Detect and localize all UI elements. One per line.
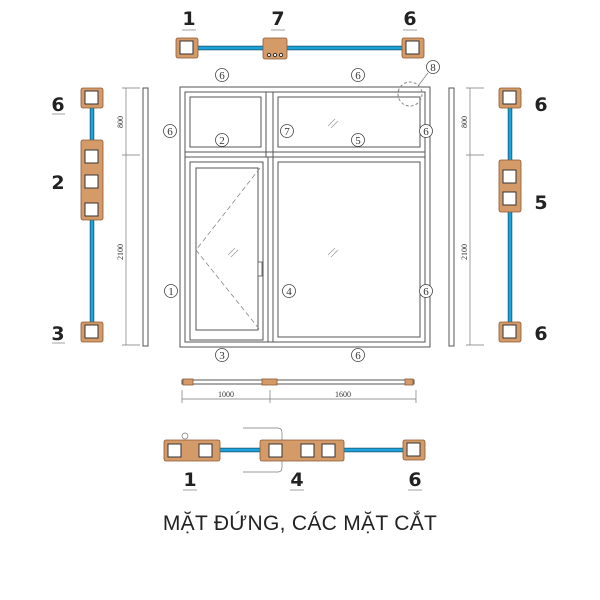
callout-label: 2 [219,135,225,147]
dim-bottom-left: 2100 [116,244,125,260]
callout-circle [419,124,433,138]
callout-circle [282,284,296,298]
section-label: 6 [534,323,547,345]
bottom-section: 1 4 6 [163,427,426,491]
callout-circle [164,284,178,298]
section-label: 6 [51,94,64,116]
callout-label: 6 [355,350,361,362]
callout-circle [351,348,365,362]
callout-circle [215,348,229,362]
callout-label: 7 [284,126,290,138]
dim-right-width: 1600 [335,390,351,399]
left-section: 6 2 3 [51,87,104,345]
top-section: 1 7 6 [175,8,425,60]
section-label: 6 [408,469,421,491]
section-label: 4 [290,469,303,491]
callout-label: 6 [355,70,361,82]
callout-circle [163,124,177,138]
callout-circle [426,60,440,74]
callout-label: 1 [168,286,174,298]
section-label: 1 [183,469,196,491]
profile-6 [402,439,426,461]
vertical-dimensions: 800 2100 800 2100 [116,87,484,347]
door-handle [257,261,263,277]
callout-circle [419,284,433,298]
callout-label: 8 [430,62,436,74]
callout-circle [351,133,365,147]
horizontal-dimensions: 1000 1600 [181,378,417,403]
callout-label: 6 [423,286,429,298]
door-handle-section [243,427,283,473]
callout-circle [215,133,229,147]
section-label: 7 [271,8,284,30]
right-section: 6 5 6 [498,87,548,345]
dim-top-left: 800 [116,116,125,128]
section-label: 6 [403,8,416,30]
callout-label: 6 [167,126,173,138]
drawing-title: MẶT ĐỨNG, CÁC MẶT CẮT [162,512,438,535]
dim-left-width: 1000 [218,390,234,399]
profile-1 [175,37,199,59]
section-label: 6 [534,94,547,116]
section-label: 1 [182,8,195,30]
section-label: 2 [51,172,64,194]
callout-label: 4 [286,286,292,298]
profile-7 [262,37,288,60]
window-elevation [179,72,431,348]
callout-label: 3 [219,350,225,362]
section-label: 3 [51,323,64,345]
callout-label: 6 [219,70,225,82]
callout-label: 5 [355,135,361,147]
dim-top-right: 800 [460,116,469,128]
callout-circle [215,68,229,82]
callout-circle [351,68,365,82]
callout-circle [280,124,294,138]
callouts: 6 6 8 6 2 7 5 6 1 4 6 3 6 [163,60,440,362]
dim-bottom-right: 2100 [460,244,469,260]
callout-label: 6 [423,126,429,138]
profile-6 [401,37,425,59]
section-label: 5 [534,192,547,214]
